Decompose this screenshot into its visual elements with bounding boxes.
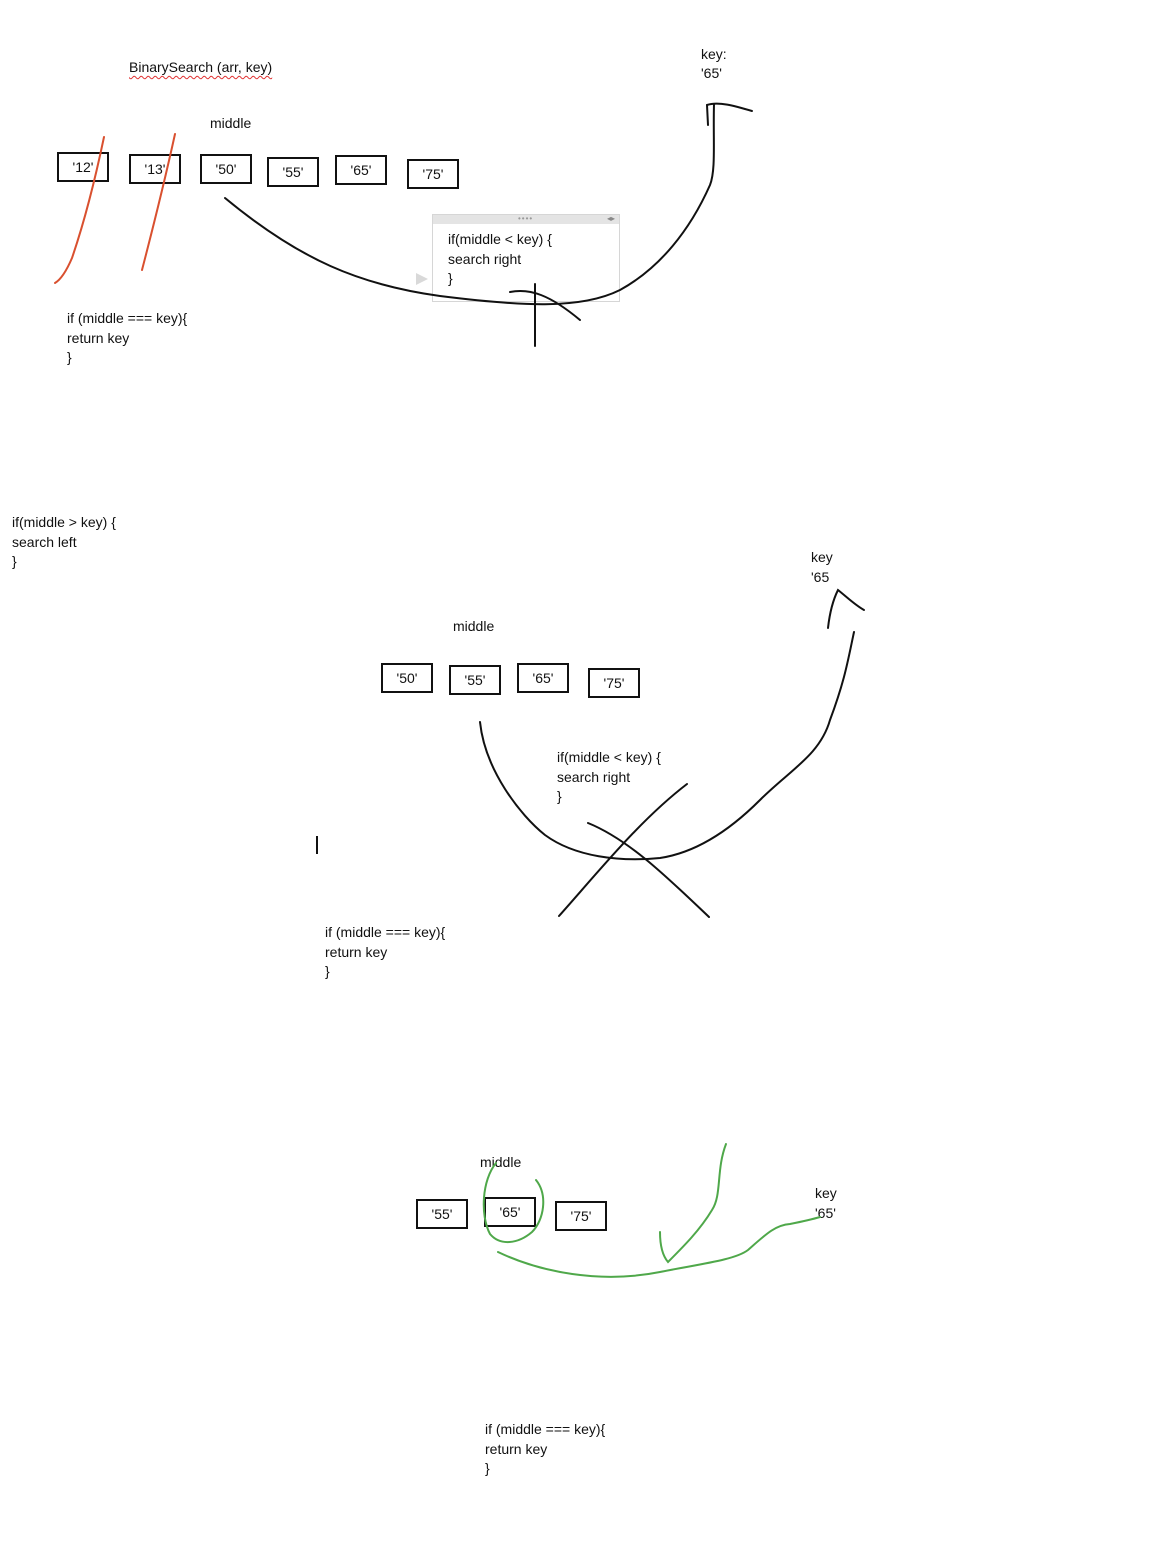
step3-arrow-stroke <box>659 1143 727 1264</box>
left-rule: if(middle > key) { search left } <box>12 514 116 569</box>
step2-array-cell: '55' <box>449 665 501 695</box>
step1-array-cell: '55' <box>267 157 319 187</box>
step1-equal-rule: if (middle === key){ return key } <box>67 310 188 365</box>
text-box-anchor-icon <box>416 273 428 285</box>
resize-arrows-icon[interactable]: ◂▸ <box>606 214 615 223</box>
step3-array-cell: '75' <box>555 1201 607 1231</box>
step3-equal-rule: if (middle === key){ return key } <box>485 1421 606 1476</box>
step2-array-cell: '75' <box>588 668 640 698</box>
step2-arrow-head <box>827 588 865 629</box>
step2-key-label: key <box>811 549 833 565</box>
strike-mark-13 <box>141 133 176 271</box>
step1-array-cell: '50' <box>200 154 252 184</box>
step3-key-label: key <box>815 1185 837 1201</box>
step1-key-label: key: <box>701 46 727 62</box>
step1-middle-label: middle <box>210 115 252 131</box>
step2-right-rule: if(middle < key) { search right } <box>557 749 661 804</box>
function-title: BinarySearch (arr, key) <box>129 59 273 75</box>
step2-array-cell: '65' <box>517 663 569 693</box>
step2-cross-stroke <box>558 783 688 917</box>
step1-key-value: '65' <box>701 65 722 81</box>
grip-icon: •••• <box>518 214 534 223</box>
step1-cross-stroke <box>509 290 581 321</box>
step1-array-cell: '65' <box>335 155 387 185</box>
step1-arrow-curve <box>224 103 715 306</box>
step2-key-value: '65 <box>811 569 830 585</box>
step3-circle-mark <box>482 1162 545 1243</box>
strike-mark-12 <box>54 136 105 284</box>
step1-array-cell: '75' <box>407 159 459 189</box>
step2-middle-label: middle <box>453 618 495 634</box>
step2-equal-rule: if (middle === key){ return key } <box>325 924 446 979</box>
step1-right-rule: if(middle < key) { search right } <box>448 231 552 286</box>
step1-array-cell: '13' <box>129 154 181 184</box>
step2-arrow-curve <box>479 631 855 861</box>
step2-array-cell: '50' <box>381 663 433 693</box>
step1-text-box[interactable]: •••• ◂▸ <box>432 214 620 302</box>
text-box-drag-handle[interactable]: •••• ◂▸ <box>433 214 619 224</box>
step3-array-cell: '55' <box>416 1199 468 1229</box>
step2-cross-stroke <box>587 822 710 918</box>
step3-array-cell: '65' <box>484 1197 536 1227</box>
step3-middle-label: middle <box>480 1154 522 1170</box>
step3-arrow-curve <box>497 1216 821 1278</box>
text-cursor <box>316 836 318 854</box>
step1-arrow-head <box>705 102 753 126</box>
